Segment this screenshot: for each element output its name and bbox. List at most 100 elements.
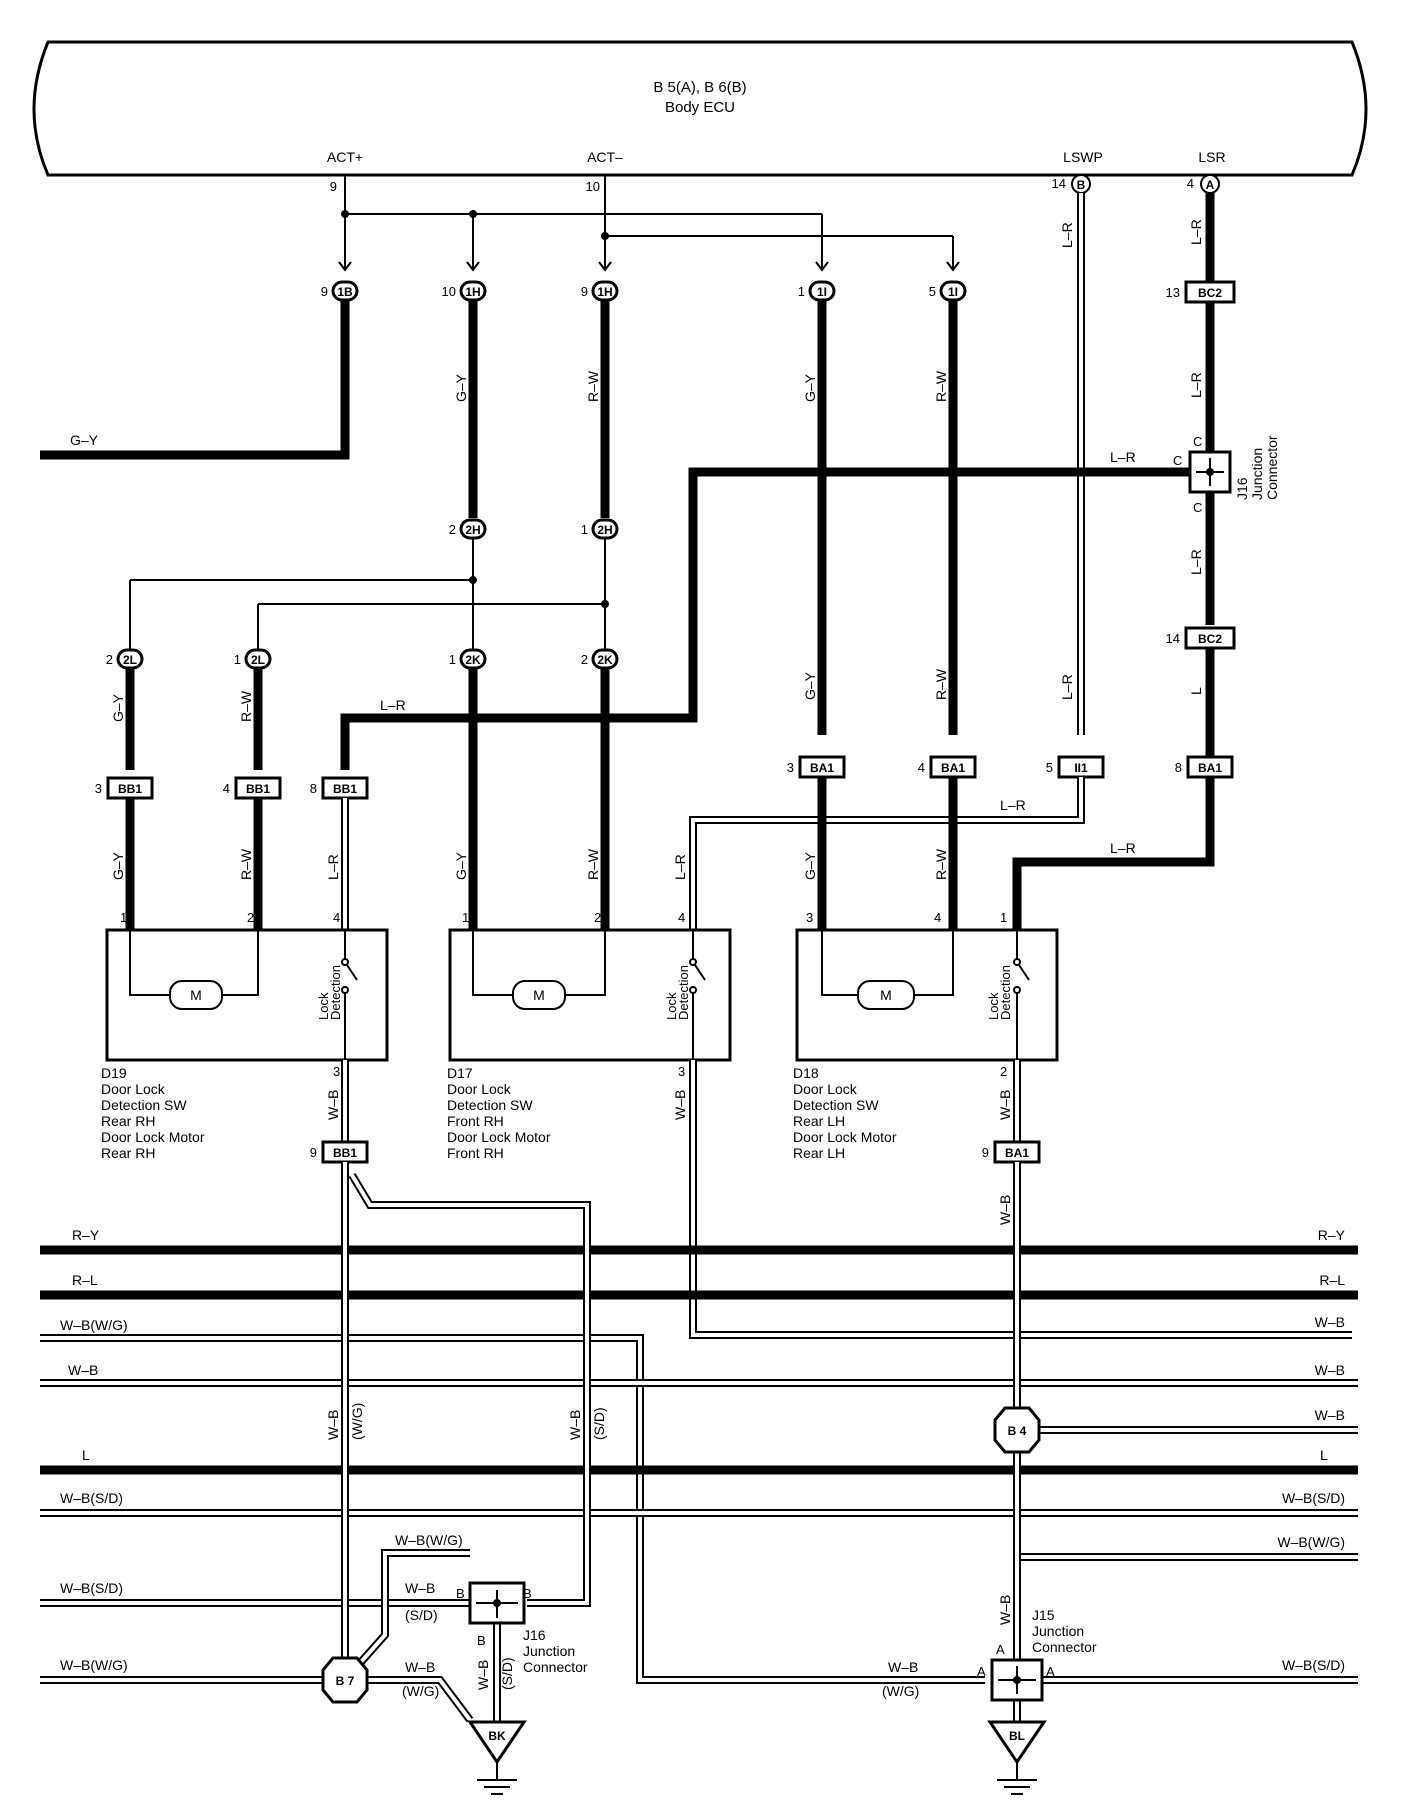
switch-d18-l2: Detection — [998, 965, 1013, 1020]
connector-bb1-8-pin: 8 — [310, 781, 317, 796]
wire-label-wb-j15: W–B — [997, 1595, 1013, 1625]
d19-line-4: Door Lock Motor — [101, 1129, 205, 1145]
ecu-conn-a: A — [1206, 178, 1215, 192]
j16-bottom-junction: B B B J16 Junction Connector — [456, 1581, 588, 1675]
connector-bb1-3-pin: 3 — [95, 781, 102, 796]
splice-b7-label: B 7 — [336, 1674, 355, 1688]
d19-pin-1: 1 — [120, 910, 127, 925]
ground-bl: BL — [987, 1720, 1047, 1795]
bus-label-wbsd-left-2: W–B(S/D) — [60, 1580, 123, 1596]
ecu-title: B 5(A), B 6(B) — [653, 79, 746, 96]
wire-label-lr-horiz: L–R — [1110, 449, 1136, 465]
wire-label-wb-b7: W–B — [325, 1410, 341, 1440]
connector-2h-a: 2H — [465, 523, 480, 537]
j16-bot-pin-b3: B — [477, 1633, 486, 1648]
wire-label-lr-ii1: L–R — [1059, 674, 1075, 700]
connector-2l-a: 2L — [123, 653, 137, 667]
d17-pin-2: 2 — [594, 910, 601, 925]
j15-junction: A A A J15 Junction Connector — [977, 1607, 1097, 1702]
j15-pin-a1: A — [996, 1642, 1005, 1657]
connector-bb1-3: BB1 — [118, 782, 142, 796]
wire-label-wg-b7-h: (W/G) — [402, 1683, 439, 1699]
wire-label-rw-d18: R–W — [933, 848, 949, 880]
switch-d19-l2: Detection — [328, 965, 343, 1020]
wire-label-gy-d19: G–Y — [110, 851, 126, 880]
connector-ba1-3-pin: 3 — [787, 760, 794, 775]
connector-ba1-9-pin: 9 — [982, 1145, 989, 1160]
bus-label-wbwg-right: W–B(W/G) — [1277, 1534, 1345, 1550]
wire-label-rw-1i: R–W — [933, 370, 949, 402]
j15-pin-a2: A — [977, 1664, 986, 1679]
d19-line-2: Detection SW — [101, 1097, 187, 1113]
wire-label-wb-j16-v: W–B — [475, 1660, 491, 1690]
j15-l2: Connector — [1032, 1639, 1097, 1655]
connector-ii1-5: II1 — [1074, 761, 1088, 775]
bus-label-sd-j16: (S/D) — [405, 1607, 438, 1623]
bus-label-wb-right-3: W–B — [1315, 1407, 1345, 1423]
wire-label-gy-1i: G–Y — [802, 373, 818, 402]
wire-label-wb-sd: W–B — [567, 1410, 583, 1440]
d17-id: D17 — [447, 1065, 473, 1081]
connector-bc2-13: BC2 — [1198, 286, 1222, 300]
splice-b4: B 4 — [993, 1406, 1041, 1454]
d18-pin-3: 3 — [806, 910, 813, 925]
bus-label-ry-right: R–Y — [1318, 1227, 1346, 1243]
ecu-terminal-act-minus: ACT– — [587, 149, 623, 165]
connector-ba1-3: BA1 — [810, 761, 834, 775]
bus-label-wbsd-right-2: W–B(S/D) — [1282, 1657, 1345, 1673]
d17-line-5: Front RH — [447, 1145, 504, 1161]
d19-pin-2: 2 — [247, 910, 254, 925]
j16-top-pin-c1: C — [1193, 434, 1202, 449]
connector-bc2-14-pin: 14 — [1166, 631, 1180, 646]
connector-1i-a: 1I — [817, 285, 827, 299]
d17-line-2: Detection SW — [447, 1097, 533, 1113]
connector-1h-b-pin: 9 — [581, 284, 588, 299]
connector-bb1-4-pin: 4 — [223, 781, 230, 796]
d19-id: D19 — [101, 1065, 127, 1081]
d17-line-3: Front RH — [447, 1113, 504, 1129]
connector-ba1-4: BA1 — [941, 761, 965, 775]
ecu-terminal-lswp: LSWP — [1063, 149, 1103, 165]
ecu-terminal-act-plus: ACT+ — [327, 149, 363, 165]
j16-top-pin-c3: C — [1193, 500, 1202, 515]
switch-d17-l2: Detection — [676, 965, 691, 1020]
splice-b4-label: B 4 — [1008, 1424, 1027, 1438]
splice-b7: B 7 — [321, 1656, 369, 1704]
wire-label-rw-d17: R–W — [585, 848, 601, 880]
connector-ba1-9: BA1 — [1005, 1146, 1029, 1160]
j16-top-id: J16 — [1234, 477, 1250, 500]
connector-row-bb1-ba1: BB1 3 BB1 4 BB1 8 BA1 3 BA1 4 II1 5 BA1 … — [95, 668, 1234, 800]
d17-pin-3: 3 — [678, 1064, 685, 1079]
connector-bc2-14: BC2 — [1198, 632, 1222, 646]
wire-label-rw-ba1: R–W — [933, 668, 949, 700]
d19-line-3: Rear RH — [101, 1113, 155, 1129]
j16-bot-pin-b2: B — [523, 1586, 532, 1601]
connector-2l-b: 2L — [251, 653, 265, 667]
j15-pin-a3: A — [1046, 1664, 1055, 1679]
ecu-pin-9: 9 — [330, 179, 337, 194]
ecu-terminal-lsr: LSR — [1198, 149, 1225, 165]
ecu-pin-4: 4 — [1187, 176, 1194, 191]
j16-bot-l1: Junction — [523, 1643, 575, 1659]
wire-label-gy-ba1: G–Y — [802, 671, 818, 700]
ground-bk-label: BK — [488, 1729, 506, 1743]
connector-bb1-9: BB1 — [333, 1146, 357, 1160]
connector-2k-b-pin: 2 — [581, 652, 588, 667]
connector-ii1-5-pin: 5 — [1046, 760, 1053, 775]
wire-label-lr-lswp: L–R — [1059, 222, 1075, 248]
j16-bot-id: J16 — [523, 1627, 546, 1643]
d17-line-1: Door Lock — [447, 1081, 512, 1097]
bus-label-l-left: L — [82, 1447, 90, 1463]
connector-bb1-8: BB1 — [333, 782, 357, 796]
wire-label-lr-rr: L–R — [380, 697, 406, 713]
bus-label-rl-right: R–L — [1319, 1272, 1345, 1288]
connector-row-2l-2k: 2L 2 2L 1 2K 1 2K 2 G–Y R–W — [106, 648, 619, 930]
motor-d18: M — [880, 987, 892, 1003]
d18-id: D18 — [793, 1065, 819, 1081]
d19-pin-3: 3 — [333, 1064, 340, 1079]
connector-2k-a: 2K — [465, 653, 481, 667]
wire-label-wg-b7: (W/G) — [349, 1403, 365, 1440]
motor-d17: M — [533, 987, 545, 1003]
ecu-pin-14: 14 — [1052, 176, 1066, 191]
wire-label-gy-d17: G–Y — [453, 851, 469, 880]
